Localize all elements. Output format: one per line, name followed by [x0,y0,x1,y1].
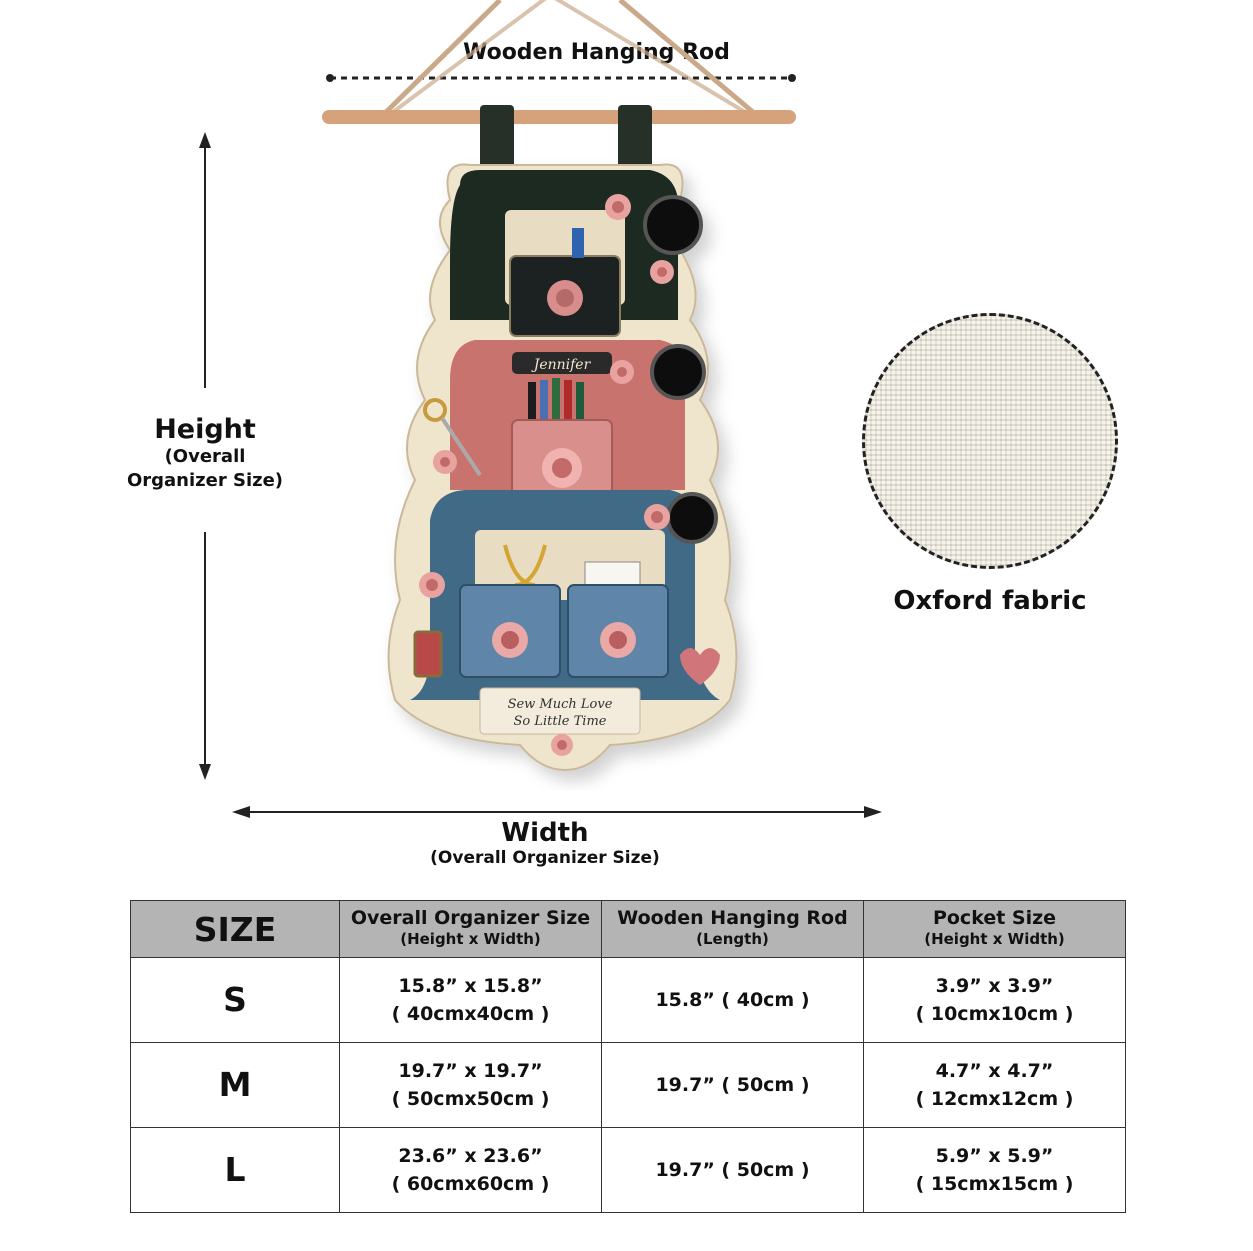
rod-line-end-right [788,74,796,82]
header-overall-size: Overall Organizer Size (Height x Width) [339,900,602,958]
width-arrowhead-right [864,806,882,818]
table-row: M 19.7” x 19.7” ( 50cmx50cm ) 19.7” ( 50… [130,1042,1126,1128]
width-title: Width [501,818,589,848]
overall-size-cell: 19.7” x 19.7” ( 50cmx50cm ) [339,1042,602,1128]
rod-length-cell: 19.7” ( 50cm ) [601,1127,864,1213]
height-arrowhead-top [199,132,211,148]
size-table: SIZE Overall Organizer Size (Height x Wi… [130,900,1126,1213]
heart-icon [680,648,720,685]
header-rod: Wooden Hanging Rod (Length) [601,900,864,958]
rod-length-cell: 19.7” ( 50cm ) [601,1042,864,1128]
name-tag [512,352,612,374]
handwheel-top [643,195,703,255]
pocket-size-cell: 4.7” x 4.7” ( 12cmx12cm ) [863,1042,1126,1128]
size-cell: M [130,1042,340,1128]
handwheel-bottom [666,492,718,544]
width-subtitle: (Overall Organizer Size) [430,848,660,868]
height-sub-line1: (Overall [164,446,246,467]
organizer-body: Jennifer Sew Much Love So Little Time [387,163,738,772]
hanging-rope [378,0,762,120]
pocket-size-cell: 5.9” x 5.9” ( 15cmx15cm ) [863,1127,1126,1213]
name-tag-text: Jennifer [531,357,592,373]
wooden-rod [322,110,796,124]
width-arrowhead-left [232,806,250,818]
rod-length-cell: 15.8” ( 40cm ) [601,957,864,1043]
table-row: S 15.8” x 15.8” ( 40cmx40cm ) 15.8” ( 40… [130,957,1126,1043]
fabric-label: Oxford fabric [893,586,1087,616]
pocket-size-cell: 3.9” x 3.9” ( 10cmx10cm ) [863,957,1126,1043]
strap-left [480,105,514,175]
banner-line-1: Sew Much Love [508,697,613,712]
rod-line-end-left [326,74,334,82]
overall-size-cell: 15.8” x 15.8” ( 40cmx40cm ) [339,957,602,1043]
header-size: SIZE [130,900,340,958]
overall-size-cell: 23.6” x 23.6” ( 60cmx60cm ) [339,1127,602,1213]
fabric-swatch [862,313,1118,569]
organizer-illustration: Jennifer Sew Much Love So Little Time [322,0,796,772]
banner-line-2: So Little Time [514,714,607,729]
header-pocket-size: Pocket Size (Height x Width) [863,900,1126,958]
width-label: Width (Overall Organizer Size) [400,818,690,868]
quote-banner [479,687,641,735]
size-cell: S [130,957,340,1043]
height-arrowhead-bottom [199,764,211,780]
table-row: L 23.6” x 23.6” ( 60cmx60cm ) 19.7” ( 50… [130,1127,1126,1213]
size-table-header-row: SIZE Overall Organizer Size (Height x Wi… [130,900,1126,958]
strap-right [618,105,652,175]
handwheel-middle [650,344,706,400]
size-cell: L [130,1127,340,1213]
height-label: Height (Overall Organizer Size) [110,414,300,493]
height-title: Height [154,414,256,445]
height-sub-line2: Organizer Size) [126,470,284,491]
